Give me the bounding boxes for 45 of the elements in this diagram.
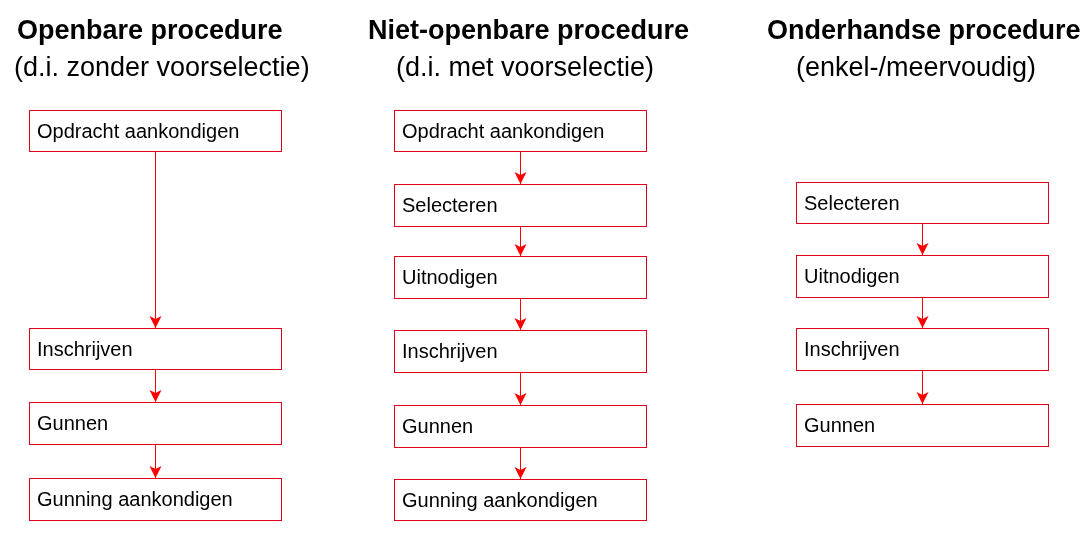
arrow bbox=[916, 223, 929, 256]
step-label: Gunnen bbox=[37, 412, 109, 435]
arrow bbox=[149, 151, 162, 329]
arrow bbox=[514, 226, 527, 257]
process-box bbox=[394, 110, 647, 152]
step-label: Uitnodigen bbox=[804, 265, 900, 288]
arrow bbox=[514, 151, 527, 185]
process-box bbox=[394, 256, 647, 299]
step-label: Inschrijven bbox=[37, 337, 133, 361]
step-label: Selecteren bbox=[804, 191, 900, 215]
step-label: Uitnodigen bbox=[402, 266, 498, 289]
step-label: Inschrijven bbox=[402, 340, 498, 363]
process-box bbox=[29, 110, 282, 152]
process-box bbox=[394, 405, 647, 448]
step-label: Opdracht aankondigen bbox=[37, 119, 240, 143]
process-box bbox=[796, 404, 1049, 447]
column-subtitle: (d.i. zonder voorselectie) bbox=[14, 52, 310, 84]
column-subtitle: (enkel-/meervoudig) bbox=[796, 52, 1037, 84]
column-heading: Onderhandse procedure bbox=[767, 15, 1081, 47]
process-box bbox=[796, 182, 1049, 224]
arrow bbox=[149, 444, 162, 479]
step-label: Opdracht aankondigen bbox=[402, 119, 605, 143]
step-label: Gunning aankondigen bbox=[37, 488, 233, 511]
column-heading: Niet-openbare procedure bbox=[368, 15, 690, 47]
arrow bbox=[514, 372, 527, 406]
step-label: Gunning aankondigen bbox=[402, 488, 598, 512]
column-heading: Openbare procedure bbox=[17, 15, 283, 47]
process-box bbox=[29, 478, 282, 521]
arrow bbox=[514, 447, 527, 480]
step-label: Gunnen bbox=[804, 414, 876, 437]
process-box bbox=[394, 330, 647, 373]
column-subtitle: (d.i. met voorselectie) bbox=[396, 52, 655, 84]
process-box bbox=[394, 184, 647, 227]
arrow bbox=[916, 370, 929, 405]
step-label: Gunnen bbox=[402, 415, 474, 438]
process-box bbox=[394, 479, 647, 521]
process-box bbox=[29, 402, 282, 445]
step-label: Selecteren bbox=[402, 194, 498, 217]
process-box bbox=[29, 328, 282, 370]
arrow bbox=[149, 369, 162, 403]
arrow bbox=[514, 298, 527, 331]
step-label: Inschrijven bbox=[804, 338, 900, 361]
process-box bbox=[796, 255, 1049, 298]
arrow bbox=[916, 297, 929, 329]
process-box bbox=[796, 328, 1049, 371]
